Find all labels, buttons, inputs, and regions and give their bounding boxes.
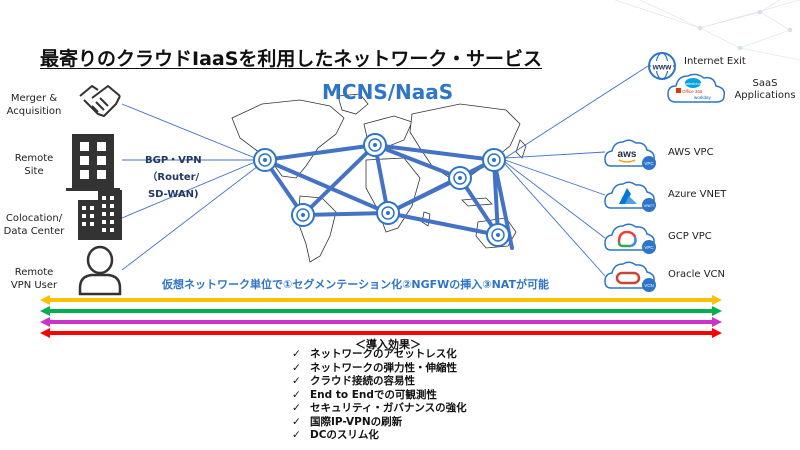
aws-cloud-icon: aws VPC <box>604 139 656 170</box>
check-icon: ✓ <box>292 388 301 401</box>
benefit-text: セキュリティ・ガバナンスの強化 <box>310 402 467 414</box>
svg-text:www: www <box>652 63 672 72</box>
check-icon: ✓ <box>292 361 301 374</box>
site-label-merger: Merger &Acquisition <box>6 93 62 117</box>
benefit-text: 国際IP-VPNの刷新 <box>310 415 403 428</box>
www-globe-icon: www <box>648 52 676 80</box>
handshake-icon <box>79 85 121 117</box>
benefits-title: ＜導入効果＞ <box>355 338 421 351</box>
salesforce-logo-text: salesforce <box>684 81 703 86</box>
mesh-node <box>253 148 277 172</box>
mesh-links <box>263 143 514 250</box>
continent-north-america <box>231 99 345 179</box>
benefit-item: ✓ ネットワークの弾力性・伸縮性 <box>292 362 467 376</box>
mesh-nodes <box>253 133 510 247</box>
benefits-list: ✓ ネットワークのアセットレス化 ✓ ネットワークの弾力性・伸縮性 ✓ クラウド接続の容易… <box>292 348 467 443</box>
connection-label: BGP・VPN （Router/ SD-WAN) <box>145 155 202 200</box>
end-to-end-arrows <box>40 295 722 338</box>
page-title: 最寄りのクラウドIaaSを利用したネットワーク・サービス <box>40 48 543 70</box>
benefit-text: クラウド接続の容易性 <box>310 375 415 387</box>
saas-cloud-icon: salesforce Office 365 workday <box>667 73 726 103</box>
site-label-colocation: Colocation/Data Center <box>3 213 65 237</box>
capability-banner: 仮想ネットワーク単位で①セグメンテーション化②NGFWの挿入③NATが可能 <box>162 278 549 291</box>
service-label-azure: Azure VNET <box>668 189 727 200</box>
decorative-network-graphic <box>614 0 800 61</box>
office365-logo-text: Office 365 <box>682 89 703 94</box>
svg-text:aws: aws <box>618 149 637 160</box>
site-links <box>121 103 259 271</box>
double-arrow <box>40 317 722 327</box>
service-label-oracle: Oracle VCN <box>668 269 726 280</box>
svg-text:VCN: VCN <box>644 283 654 288</box>
service-label-saas: SaaS Applications <box>734 78 796 101</box>
svg-text:VPC: VPC <box>644 245 654 250</box>
check-icon: ✓ <box>292 429 301 441</box>
check-icon: ✓ <box>292 375 301 387</box>
building-icon <box>66 134 120 191</box>
benefit-item: ✓ クラウド接続の容易性 <box>292 375 467 389</box>
datacenter-icon <box>78 190 122 240</box>
benefit-item: ✓ DCのスリム化 <box>292 429 467 443</box>
benefit-item: ✓ セキュリティ・ガバナンスの強化 <box>292 402 467 416</box>
double-arrow <box>40 328 722 338</box>
check-icon: ✓ <box>292 402 301 414</box>
benefit-text: DCのスリム化 <box>310 429 379 441</box>
mesh-node <box>482 148 506 172</box>
benefit-text: ネットワークの弾力性・伸縮性 <box>310 361 457 374</box>
check-icon: ✓ <box>292 415 301 428</box>
service-label-gcp: GCP VPC <box>668 231 712 242</box>
mesh-node <box>291 203 315 227</box>
double-arrow <box>40 295 722 305</box>
benefit-text: End to Endでの可観測性 <box>310 388 437 401</box>
benefit-item: ✓ ネットワークのアセットレス化 <box>292 348 467 362</box>
double-arrow <box>40 306 722 316</box>
azure-cloud-icon: VNET <box>604 181 656 212</box>
user-icon <box>78 245 122 296</box>
service-label-internet-exit: Internet Exit <box>684 56 746 67</box>
benefit-text: ネットワークのアセットレス化 <box>310 348 457 360</box>
continent-greenland <box>337 93 369 115</box>
svg-text:VPC: VPC <box>644 161 654 166</box>
mesh-node <box>376 201 400 225</box>
gcp-cloud-icon: VPC <box>604 223 656 254</box>
svg-text:VNET: VNET <box>644 203 655 208</box>
service-label-aws: AWS VPC <box>668 147 714 158</box>
brand-name: MCNS/NaaS <box>322 80 454 104</box>
island-japan <box>515 139 527 159</box>
mesh-node <box>363 133 387 157</box>
workday-logo-text: workday <box>694 95 712 100</box>
oracle-cloud-icon: VCN <box>604 261 656 292</box>
benefit-item: ✓ 国際IP-VPNの刷新 <box>292 416 467 430</box>
benefit-item: ✓ End to Endでの可観測性 <box>292 389 467 403</box>
service-links <box>504 65 649 277</box>
mesh-node <box>486 223 510 247</box>
mesh-node <box>448 166 472 190</box>
check-icon: ✓ <box>292 348 301 360</box>
